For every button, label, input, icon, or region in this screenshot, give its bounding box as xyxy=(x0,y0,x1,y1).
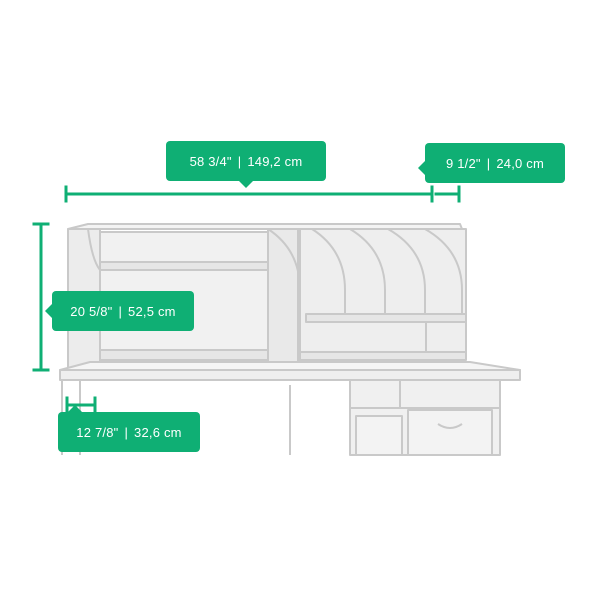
file-slot-divider-1 xyxy=(311,228,346,318)
depth-label: 12 7/8" | 32,6 cm xyxy=(58,405,200,452)
depth-separator: | xyxy=(124,424,129,440)
hutch-cubby-shelf xyxy=(305,313,467,323)
height-separator: | xyxy=(118,303,123,319)
width-separator: | xyxy=(237,153,242,169)
depth-top-metric: 24,0 cm xyxy=(496,155,544,171)
drawer-handle-icon xyxy=(437,423,463,429)
depth-imperial: 12 7/8" xyxy=(76,424,119,440)
file-slot-divider-3 xyxy=(387,228,426,318)
width-label: 58 3/4" | 149,2 cm xyxy=(166,141,326,188)
depth-metric: 32,6 cm xyxy=(134,424,182,440)
depth-top-separator: | xyxy=(486,155,491,171)
depth-top-imperial: 9 1/2" xyxy=(446,155,481,171)
hutch-right-section xyxy=(299,228,467,360)
desk-top-edge xyxy=(59,369,521,381)
desk-drawer xyxy=(407,409,493,456)
hutch-bottom-rail xyxy=(299,351,467,361)
height-label: 20 5/8" | 52,5 cm xyxy=(45,291,194,331)
file-slot-divider-4 xyxy=(424,228,463,318)
depth-top-label: 9 1/2" | 24,0 cm xyxy=(418,143,565,183)
file-slot-divider-2 xyxy=(349,228,386,318)
width-imperial: 58 3/4" xyxy=(189,153,232,169)
height-metric: 52,5 cm xyxy=(128,303,176,319)
hutch-center-divider xyxy=(267,228,299,370)
width-metric: 149,2 cm xyxy=(247,153,303,169)
desk-door xyxy=(355,415,403,456)
height-imperial: 20 5/8" xyxy=(70,303,113,319)
